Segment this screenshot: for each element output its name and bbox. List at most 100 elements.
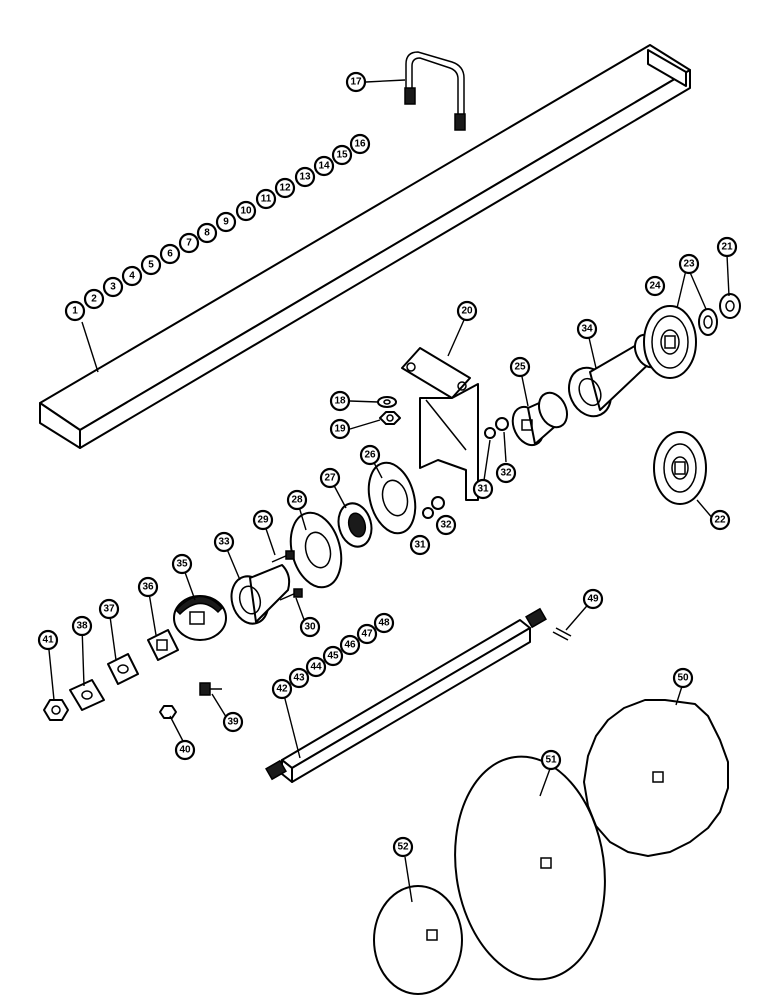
washer-plate [107,653,139,685]
carriage-bolt [271,550,303,601]
svg-text:50: 50 [677,673,689,684]
svg-text:8: 8 [204,228,210,239]
callout-29: 29 [252,509,274,531]
callout-17: 17 [345,71,367,93]
svg-text:44: 44 [310,662,322,673]
callout-21: 21 [716,236,738,258]
svg-text:51: 51 [545,755,557,766]
svg-text:32: 32 [500,468,512,479]
svg-text:5: 5 [148,260,154,271]
svg-text:7: 7 [186,238,192,249]
hanger-bracket [401,347,479,501]
svg-text:26: 26 [364,450,376,461]
svg-text:19: 19 [334,424,346,435]
svg-text:33: 33 [218,537,230,548]
svg-text:22: 22 [714,515,726,526]
svg-text:40: 40 [179,745,191,756]
svg-text:36: 36 [142,582,154,593]
svg-text:47: 47 [361,629,373,640]
callout-14: 14 [313,155,335,177]
callout-23: 23 [678,253,700,275]
callout-4: 4 [121,265,143,287]
nut [422,417,509,519]
bolt [199,682,222,696]
callout-24: 24 [644,275,666,297]
svg-text:46: 46 [344,640,356,651]
svg-text:9: 9 [223,217,229,228]
bearing [337,502,373,548]
svg-text:35: 35 [176,559,188,570]
callout-16: 16 [349,133,371,155]
svg-text:30: 30 [304,622,316,633]
washer [698,308,718,336]
callout-26: 26 [359,444,381,466]
svg-text:48: 48 [378,618,390,629]
callout-1: 1 [64,300,86,322]
svg-text:20: 20 [461,306,473,317]
callout-7: 7 [178,232,200,254]
callout-34: 34 [576,318,598,340]
u-bolt [404,51,466,131]
hex-nut [43,699,69,721]
svg-text:11: 11 [261,194,272,205]
svg-text:1: 1 [72,306,78,317]
callout-9: 9 [215,211,237,233]
callout-12: 12 [274,177,296,199]
svg-text:41: 41 [42,635,54,646]
svg-text:16: 16 [354,139,366,150]
callout-32: 32 [435,514,457,536]
svg-text:3: 3 [110,282,116,293]
svg-text:21: 21 [721,242,733,253]
callout-35: 35 [171,553,193,575]
washer-plate [69,679,105,711]
bearing-housing [643,305,697,379]
callout-52: 52 [392,836,414,858]
svg-text:49: 49 [587,594,599,605]
callout-31: 31 [409,534,431,556]
svg-text:6: 6 [167,249,173,260]
callout-5: 5 [140,254,162,276]
svg-text:28: 28 [291,495,303,506]
castle-nut [719,293,741,319]
callout-22: 22 [709,509,731,531]
svg-text:15: 15 [336,150,348,161]
callout-47: 47 [356,623,378,645]
square-tube-frame [39,44,691,449]
svg-text:38: 38 [76,621,88,632]
svg-text:43: 43 [293,673,305,684]
flange-plate [367,461,417,535]
svg-text:4: 4 [129,271,135,282]
svg-text:27: 27 [324,473,336,484]
callout-48: 48 [373,612,395,634]
callout-10: 10 [235,200,257,222]
spool-spacer [230,564,291,625]
disc-blade [454,755,606,981]
svg-text:31: 31 [477,484,489,495]
callout-36: 36 [137,576,159,598]
svg-text:18: 18 [334,396,346,407]
callout-13: 13 [294,166,316,188]
callout-31: 31 [472,478,494,500]
callout-27: 27 [319,467,341,489]
svg-text:32: 32 [440,520,452,531]
callout-49: 49 [582,588,604,610]
svg-text:52: 52 [397,842,409,853]
hex-nut [379,411,401,425]
svg-text:34: 34 [581,324,593,335]
svg-text:42: 42 [276,684,288,695]
svg-text:17: 17 [350,77,362,88]
callout-50: 50 [672,667,694,689]
bumper-washer [173,595,227,641]
callout-43: 43 [288,667,310,689]
callout-30: 30 [299,616,321,638]
svg-text:23: 23 [683,259,695,270]
bearing-housing-rear [653,431,707,505]
svg-text:10: 10 [240,206,252,217]
svg-text:12: 12 [279,183,291,194]
callout-15: 15 [331,144,353,166]
callout-33: 33 [213,531,235,553]
callout-39: 39 [222,711,244,733]
svg-text:13: 13 [299,172,311,183]
notched-disc-blade [583,699,729,857]
